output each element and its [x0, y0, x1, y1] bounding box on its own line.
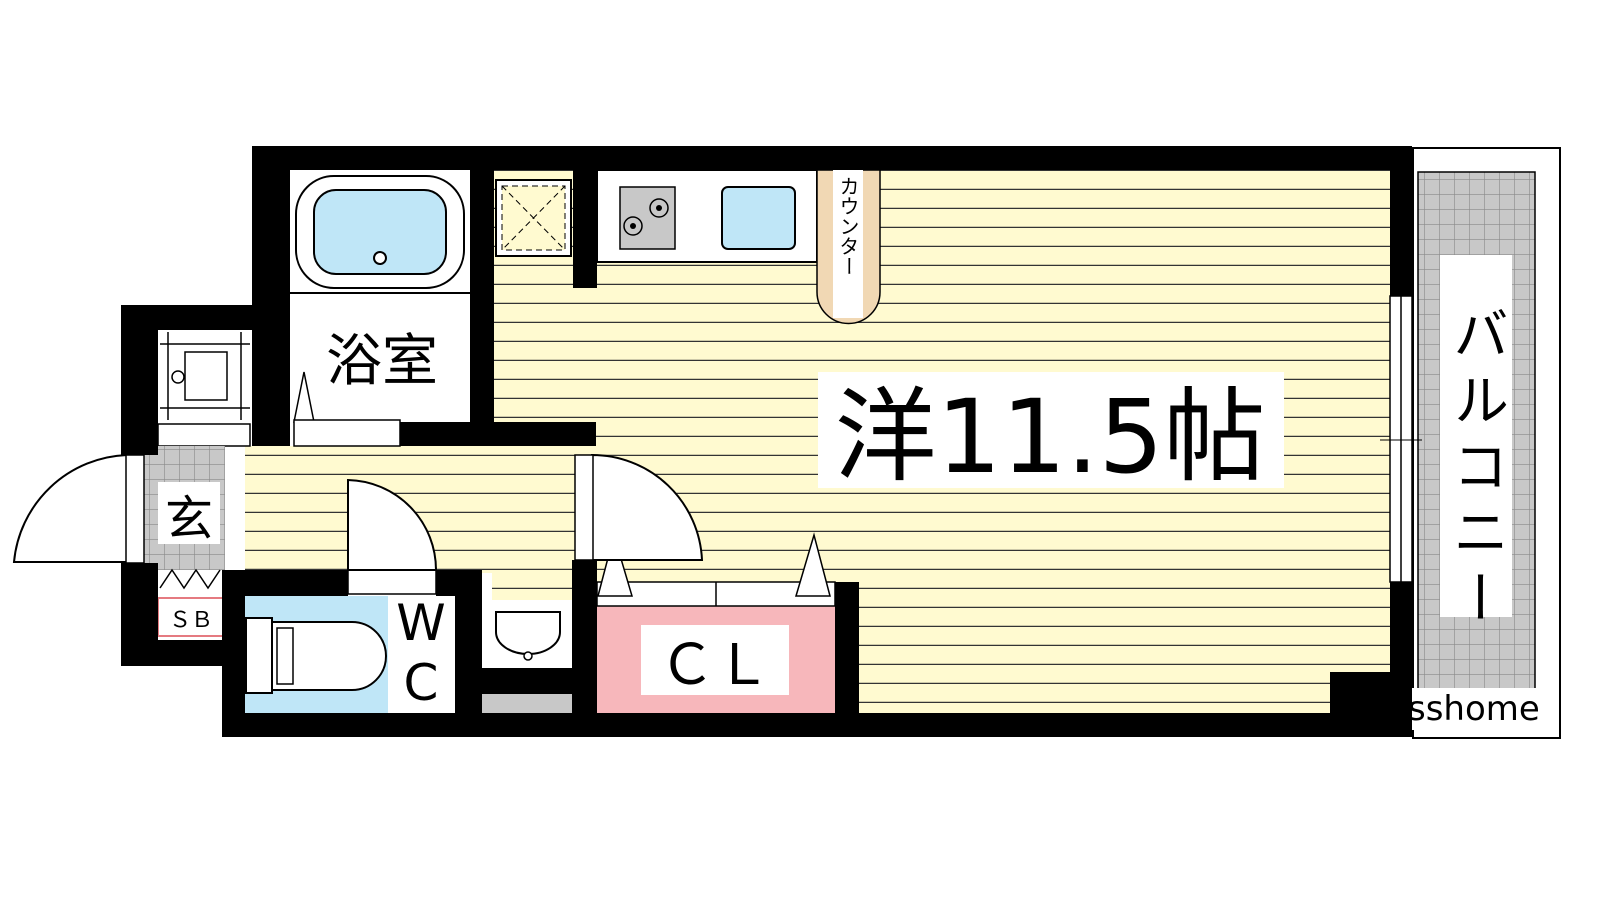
- drain-icon: [373, 251, 387, 265]
- sink: [721, 186, 796, 250]
- wc-label-w: W: [396, 594, 445, 652]
- walls: [121, 146, 1412, 737]
- laundry-area: [157, 330, 252, 447]
- kitchen: [495, 169, 818, 263]
- bath-label: 浴室: [326, 329, 438, 394]
- burner-icon: [623, 216, 643, 236]
- entrance-label: 玄: [165, 491, 213, 547]
- shoe-box-label: ＳＢ: [169, 608, 213, 633]
- shoe-box: [157, 597, 225, 637]
- counter: カウンター: [816, 169, 881, 325]
- balcony-label: バルコニー: [1444, 305, 1509, 635]
- balcony: バルコニー sshome: [1408, 147, 1561, 739]
- toilet: [245, 617, 273, 694]
- entrance-door-swing-icon: [12, 453, 128, 563]
- western-room-label: 洋11.5帖: [834, 378, 1265, 497]
- bathroom: 浴室: [290, 170, 470, 447]
- entrance: 玄 ＳＢ: [12, 446, 225, 637]
- room-door: [574, 453, 704, 561]
- wc-door-swing-icon: [347, 478, 438, 571]
- drain-icon: [171, 370, 185, 384]
- closet: ＣＬ: [596, 532, 836, 714]
- door-swing-icon: [597, 532, 634, 597]
- closet-label: ＣＬ: [659, 633, 771, 698]
- balcony-window: [1380, 295, 1422, 583]
- watermark: sshome: [1408, 689, 1540, 729]
- wash-basin: [482, 600, 572, 714]
- wc-label-c: C: [404, 654, 439, 712]
- wc: W C: [245, 478, 455, 713]
- door-swing-icon: [794, 532, 831, 597]
- counter-label: カウンター: [836, 176, 860, 276]
- room-door-swing-icon: [591, 453, 704, 561]
- burner-icon: [649, 198, 669, 218]
